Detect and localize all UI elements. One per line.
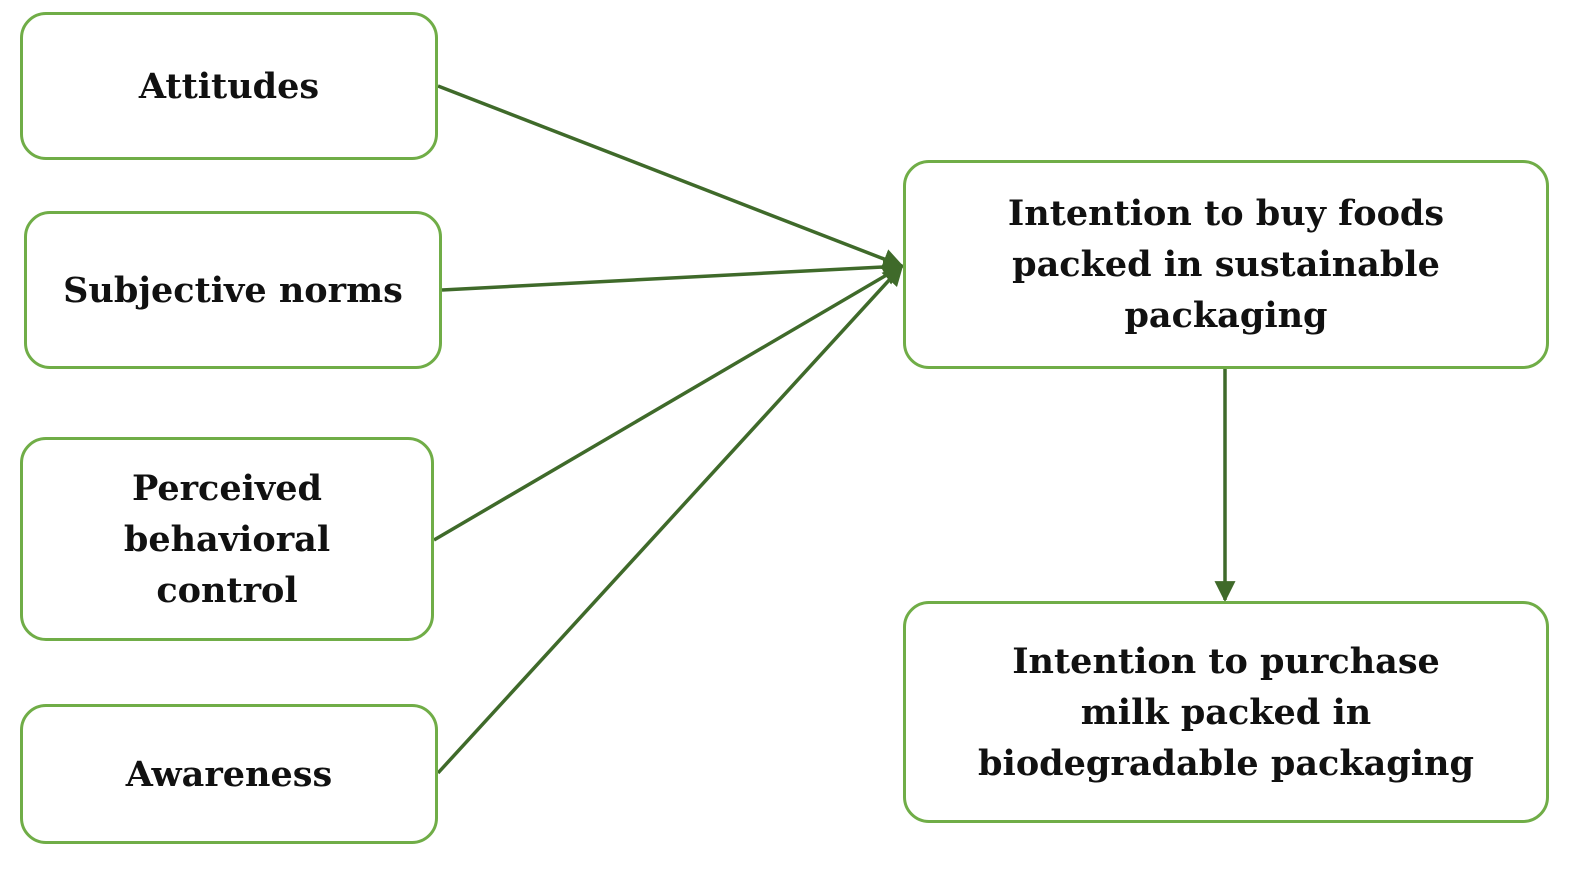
node-subjective-norms-label: Subjective norms — [63, 269, 403, 311]
node-intention-sustainable-packaging-label: Intention to buy foods packed in sustain… — [1007, 193, 1445, 336]
node-attitudes-label: Attitudes — [138, 65, 320, 107]
node-awareness-label: Awareness — [125, 753, 333, 795]
arrow-pbc-to-intention — [433, 264, 904, 542]
node-perceived-behavioral-control: Perceived behavioral control — [20, 437, 434, 641]
node-subjective-norms: Subjective norms — [24, 211, 442, 369]
arrow-attitudes-to-intention — [437, 84, 904, 269]
node-awareness: Awareness — [20, 704, 438, 844]
node-intention-milk-biodegradable: Intention to purchase milk packed in bio… — [903, 601, 1549, 823]
node-intention-milk-biodegradable-label: Intention to purchase milk packed in bio… — [978, 640, 1474, 784]
arrow-subjective-norms-to-intention — [441, 256, 905, 292]
node-perceived-behavioral-control-label: Perceived behavioral control — [123, 467, 331, 611]
arrow-awareness-to-intention — [436, 264, 904, 775]
node-intention-sustainable-packaging: Intention to buy foods packed in sustain… — [903, 160, 1549, 369]
node-attitudes: Attitudes — [20, 12, 438, 160]
